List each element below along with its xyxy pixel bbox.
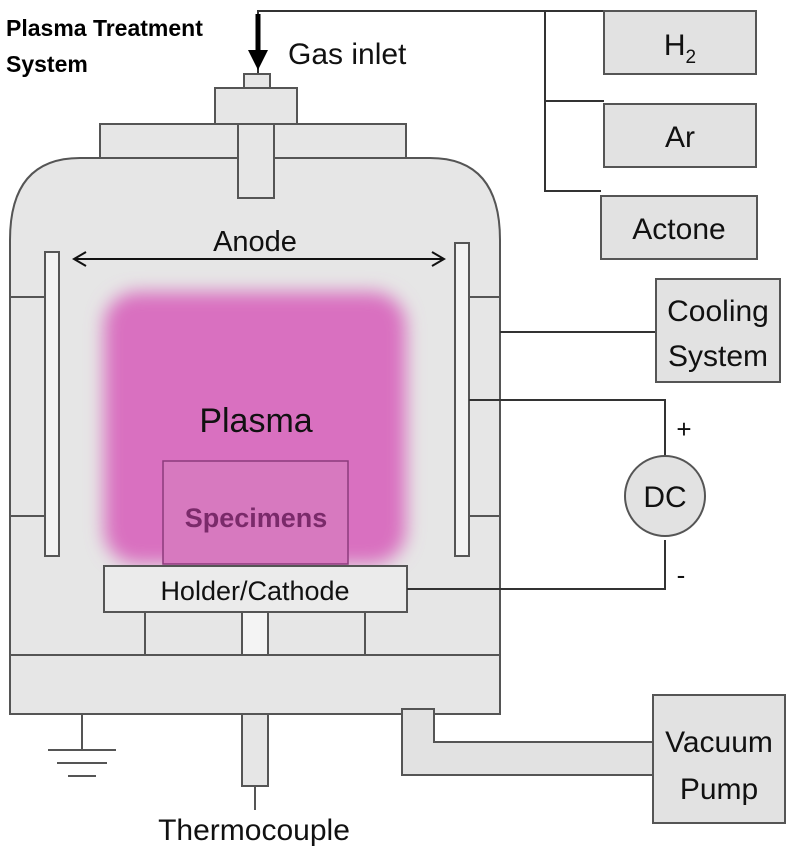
- vacuum-pump-box: [652, 694, 786, 824]
- vacuum-pipe: [401, 708, 654, 776]
- holder-cathode: [103, 565, 408, 613]
- thermocouple-probe: [241, 713, 269, 787]
- cooling-label-line-1: Cooling: [667, 295, 769, 328]
- gas-inlet-label: Gas inlet: [288, 38, 407, 71]
- holder-legs: [144, 612, 366, 655]
- cooling-label-line-2: System: [668, 340, 768, 373]
- h2-label: H2: [664, 29, 696, 68]
- holder-cathode-label: Holder/Cathode: [160, 576, 349, 606]
- gas-inlet-arrow-head: [248, 50, 268, 70]
- acetone-label: Actone: [632, 213, 725, 246]
- dc-label: DC: [643, 481, 686, 514]
- dc-minus-label: -: [677, 560, 686, 590]
- ar-gas-box: [603, 103, 757, 168]
- inlet-nozzle: [243, 73, 271, 89]
- anode-arrow-right: [431, 251, 446, 267]
- anode-arrow-left: [72, 251, 87, 267]
- dc-negative-wire: [407, 540, 666, 590]
- gas-line-ar: [544, 11, 604, 102]
- cooling-system-box: [655, 278, 781, 383]
- dc-positive-wire: [469, 399, 666, 458]
- inlet-tube: [237, 123, 275, 199]
- ground-symbol: [48, 714, 116, 777]
- specimens-box: [162, 460, 349, 565]
- plasma-label: Plasma: [199, 402, 312, 440]
- anode-label: Anode: [213, 226, 297, 258]
- title-line-2: System: [6, 51, 88, 77]
- chamber-base: [9, 654, 501, 715]
- h2-gas-box: [603, 10, 757, 75]
- gas-line-acetone: [544, 101, 601, 192]
- anode-plate-left: [44, 251, 60, 557]
- anode-supports: [10, 296, 500, 517]
- dc-plus-label: +: [676, 414, 691, 444]
- anode-plate-right: [454, 242, 470, 557]
- dc-power-source: [624, 455, 706, 537]
- specimens-label: Specimens: [185, 503, 328, 533]
- acetone-gas-box: [600, 195, 758, 260]
- vacuum-label-line-2: Pump: [680, 773, 758, 806]
- vacuum-label-line-1: Vacuum: [665, 726, 773, 759]
- ar-label: Ar: [665, 121, 695, 154]
- title-line-1: Plasma Treatment: [6, 15, 203, 41]
- holder-center-post: [241, 611, 269, 656]
- thermocouple-label: Thermocouple: [158, 814, 350, 847]
- inlet-flange: [214, 87, 298, 125]
